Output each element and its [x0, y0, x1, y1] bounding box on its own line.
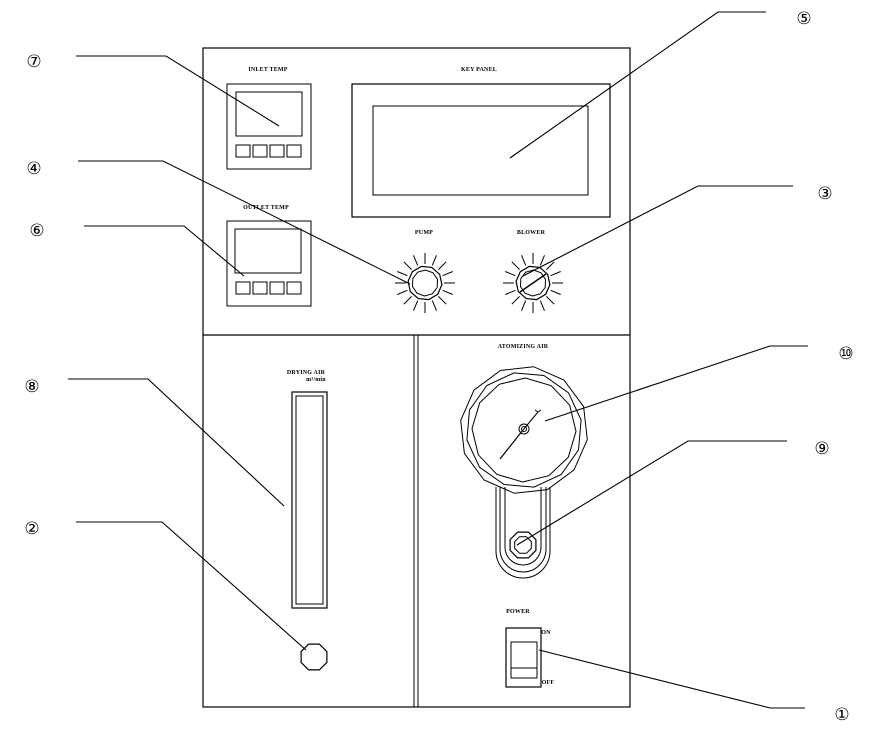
callout-3: ③ [817, 184, 832, 204]
leader-line-4 [78, 160, 411, 285]
drying-air-adjust-knob[interactable] [300, 643, 328, 671]
knob-tick [546, 296, 555, 305]
key-panel-label: KEY PANEL [461, 67, 497, 73]
knob-tick [539, 300, 545, 311]
drying-air-unit: m³/min [306, 377, 326, 383]
panel-frame [202, 47, 631, 708]
callout-1: ① [834, 705, 849, 725]
callout-7: ⑦ [26, 52, 41, 72]
leader-line-3 [522, 185, 793, 277]
gauge-needle [499, 429, 524, 460]
leader-line-2 [76, 521, 307, 651]
leader-line-10 [544, 345, 808, 422]
knob-tick [442, 271, 453, 277]
inlet-temp-button-3 [269, 144, 285, 158]
outlet-temp-label: OUTLET TEMP [243, 205, 289, 211]
leader-line-9 [516, 440, 787, 546]
power-on-label: ON [541, 630, 551, 636]
callout-10: ⑩ [838, 344, 853, 364]
knob-tick [413, 255, 419, 266]
inlet-temp-controller[interactable] [226, 83, 312, 170]
pump-knob[interactable] [395, 253, 455, 313]
outlet-temp-button-1 [235, 281, 251, 295]
atomizing-air-regulator-knob[interactable] [509, 531, 537, 559]
callout-4: ④ [26, 159, 41, 179]
leader-line-7 [76, 55, 280, 127]
inlet-temp-button-4 [286, 144, 302, 158]
outlet-temp-button-4 [286, 281, 302, 295]
blower-label: BLOWER [517, 230, 546, 236]
knob-tick [442, 289, 453, 295]
leader-line-5 [509, 11, 766, 159]
outlet-temp-controller[interactable] [226, 220, 312, 307]
callout-6: ⑥ [29, 221, 44, 241]
inlet-temp-label: INLET TEMP [248, 67, 287, 73]
knob-tick [511, 296, 520, 305]
knob-tick [397, 271, 408, 277]
callout-8: ⑧ [24, 377, 39, 397]
knob-tick [505, 271, 516, 277]
blower-pointer [519, 273, 547, 293]
leader-line-1 [538, 649, 805, 709]
knob-tick [413, 300, 419, 311]
outlet-temp-button-3 [269, 281, 285, 295]
knob-tick [546, 261, 555, 270]
blower-knob[interactable] [503, 253, 563, 313]
knob-tick [505, 289, 516, 295]
knob-tick [539, 255, 545, 266]
outlet-temp-button-2 [252, 281, 268, 295]
power-switch[interactable] [505, 627, 542, 688]
knob-tick [521, 300, 527, 311]
knob-tick [511, 261, 520, 270]
leader-lines [68, 11, 808, 709]
atomizing-air-label: ATOMIZING AIR [498, 344, 549, 350]
knob-tick [550, 289, 561, 295]
callout-9: ⑨ [814, 439, 829, 459]
knob-tick [431, 255, 437, 266]
knob-tick [438, 261, 447, 270]
knob-tick [521, 255, 527, 266]
power-off-label: OFF [542, 680, 555, 686]
callout-5: ⑤ [796, 9, 811, 29]
drying-air-label: DRYING AIR [287, 370, 326, 376]
knob-tick [397, 289, 408, 295]
leader-line-8 [68, 378, 285, 507]
leader-line-6 [84, 225, 245, 277]
knob-tick [403, 296, 412, 305]
inlet-temp-button-1 [235, 144, 251, 158]
pump-label: PUMP [415, 230, 433, 236]
knob-tick [550, 271, 561, 277]
inlet-temp-button-2 [252, 144, 268, 158]
callout-2: ② [24, 519, 39, 539]
power-label: POWER [506, 609, 530, 615]
atomizing-air-gauge [460, 366, 588, 579]
knob-tick [438, 296, 447, 305]
knob-tick [403, 261, 412, 270]
knob-tick [431, 300, 437, 311]
drying-air-flowmeter [291, 391, 328, 609]
key-panel[interactable] [351, 83, 611, 218]
